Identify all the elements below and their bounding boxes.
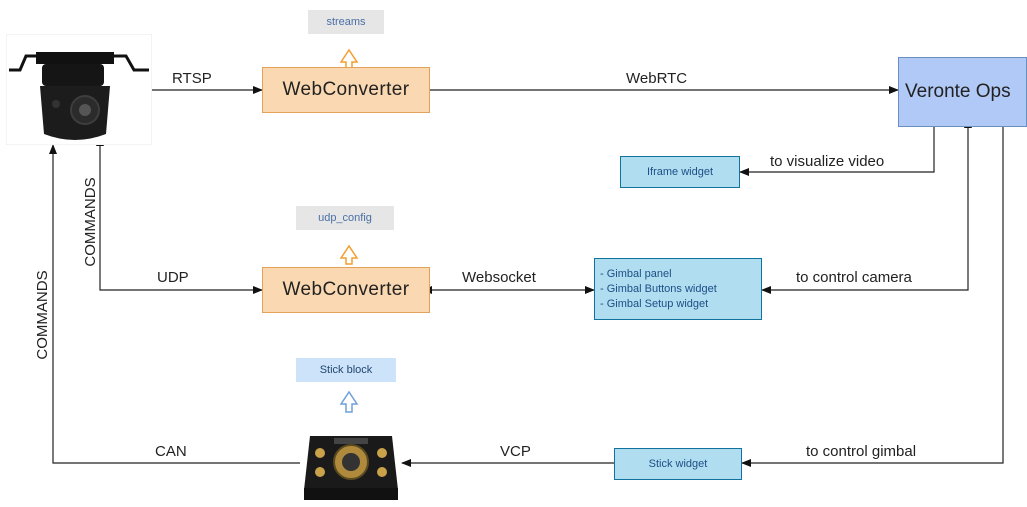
label-control-gimbal: to control gimbal [806,443,917,460]
edge-control-camera [761,118,972,294]
label-control-camera: to control camera [796,269,912,286]
webconverter-mid: WebConverter [262,267,430,313]
up-arrow-streams [339,48,359,69]
streams-box: streams [308,10,384,34]
label-udp: UDP [157,269,189,286]
stick-widget: Stick widget [614,448,742,480]
label-webrtc: WebRTC [626,70,688,87]
udp-config-box: udp_config [296,206,394,230]
up-arrow-stick-block [339,390,359,413]
gimbal-camera-image [5,33,153,146]
edge-control-gimbal [741,127,1004,467]
stick-block-box: Stick block [296,358,396,382]
label-rtsp: RTSP [172,70,212,87]
autopilot-device-image [300,428,402,502]
gimbal-panel-item: - Gimbal panel [600,267,672,280]
label-visualize-video: to visualize video [770,153,885,170]
label-commands-outer: COMMANDS [34,270,51,360]
label-websocket: Websocket [462,269,536,286]
edge-udp [96,136,263,294]
iframe-widget: Iframe widget [620,156,740,188]
webconverter-top: WebConverter [262,67,430,113]
label-vcp: VCP [500,443,531,460]
gimbal-buttons-item: - Gimbal Buttons widget [600,282,717,295]
veronte-ops: Veronte Ops [898,57,1027,127]
label-commands-inner: COMMANDS [82,177,99,267]
gimbal-setup-item: - Gimbal Setup widget [600,297,709,310]
gimbal-widgets-box: - Gimbal panel - Gimbal Buttons widget -… [594,258,762,320]
edge-can [49,144,300,464]
up-arrow-udp-config [339,244,359,265]
label-can: CAN [155,443,187,460]
